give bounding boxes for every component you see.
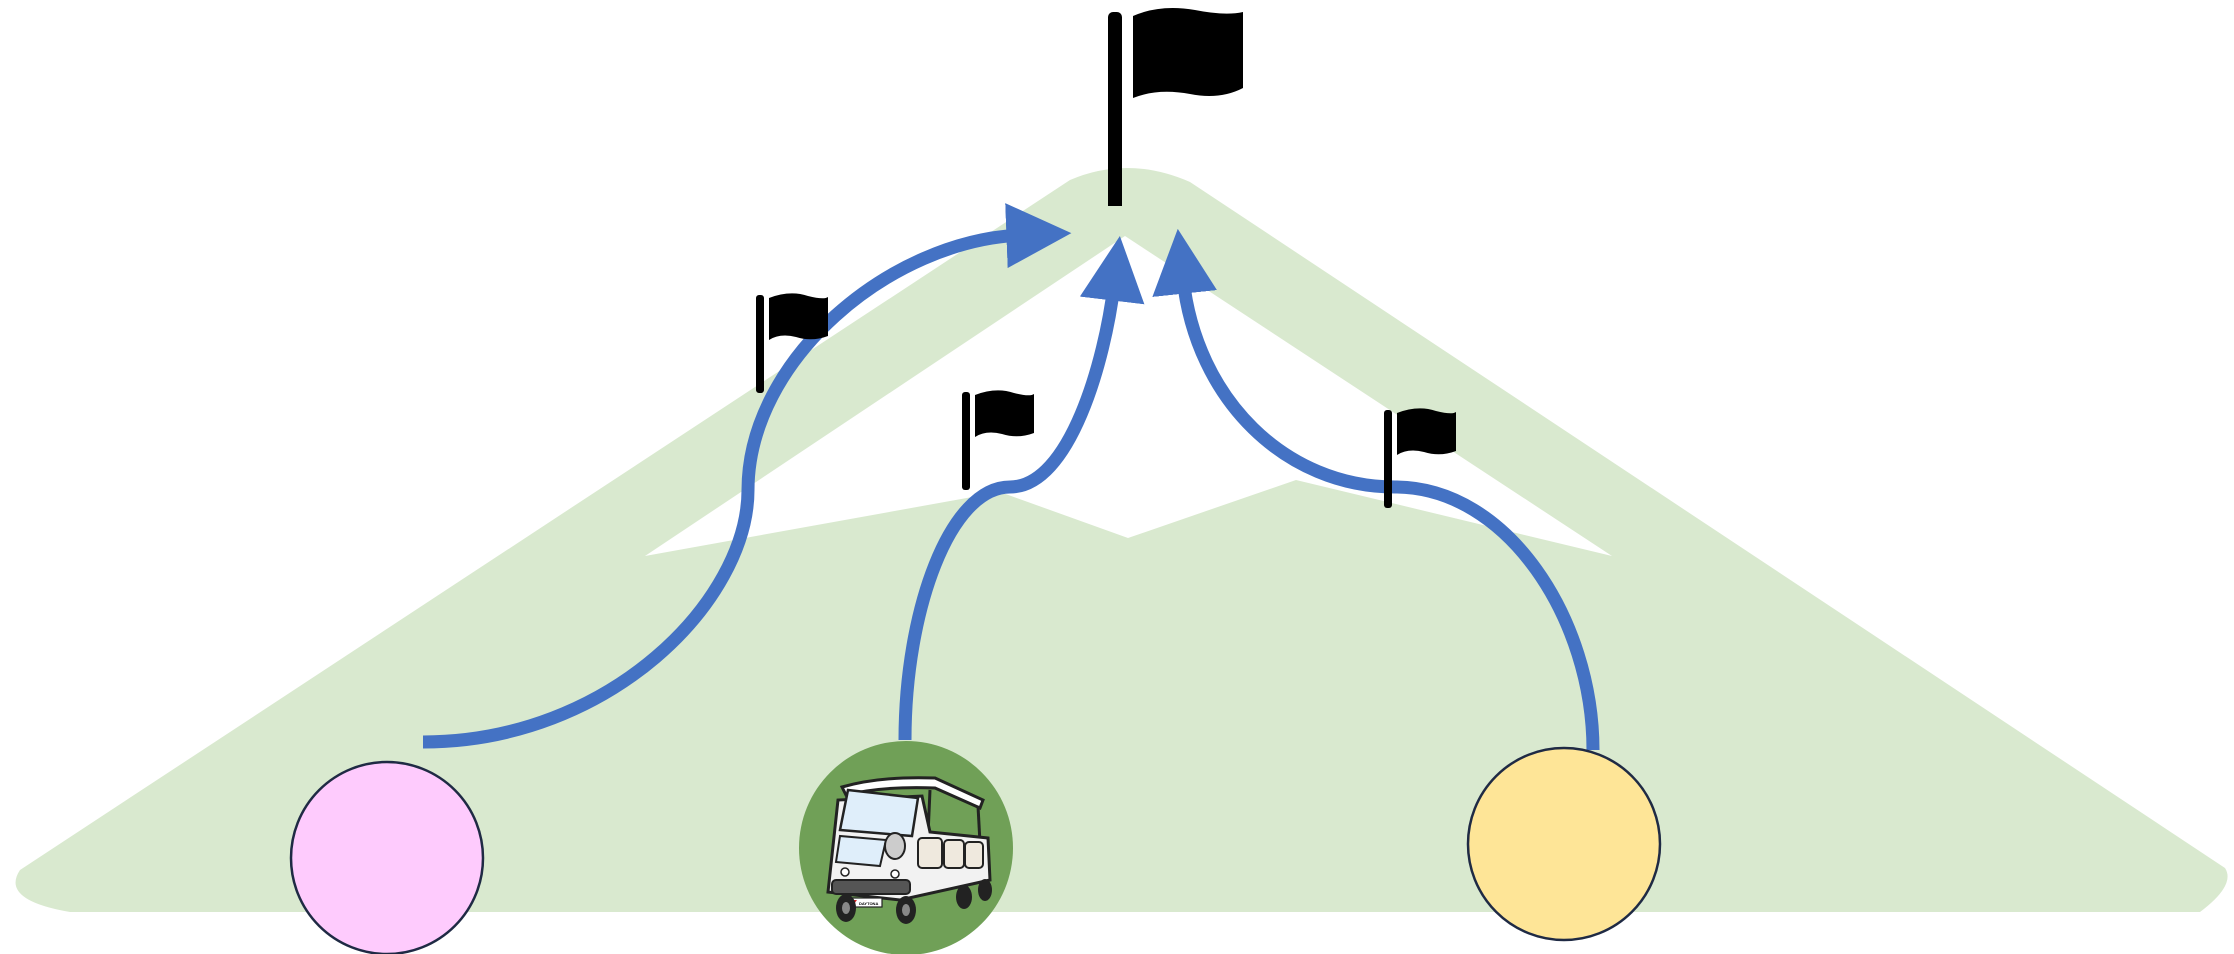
summit-flag-icon [1108, 8, 1243, 206]
path-arrow-left [422, 203, 1072, 749]
start-node-cart: DAYTONA [799, 741, 1013, 954]
mountain-shape [15, 167, 2228, 912]
waypoint-flag-right-icon [1384, 408, 1456, 508]
waypoint-flag-left-icon [756, 293, 828, 393]
start-node-yellow [1466, 746, 1662, 942]
stray-mark [1927, 568, 1956, 590]
golf-cart-icon: DAYTONA [826, 776, 992, 924]
waypoint-flag-middle-icon [962, 390, 1034, 490]
cart-plate-text: DAYTONA [859, 901, 878, 906]
path-arrow-right [1152, 228, 1600, 751]
path-arrow-middle [898, 235, 1145, 741]
start-node-pink [289, 760, 485, 954]
